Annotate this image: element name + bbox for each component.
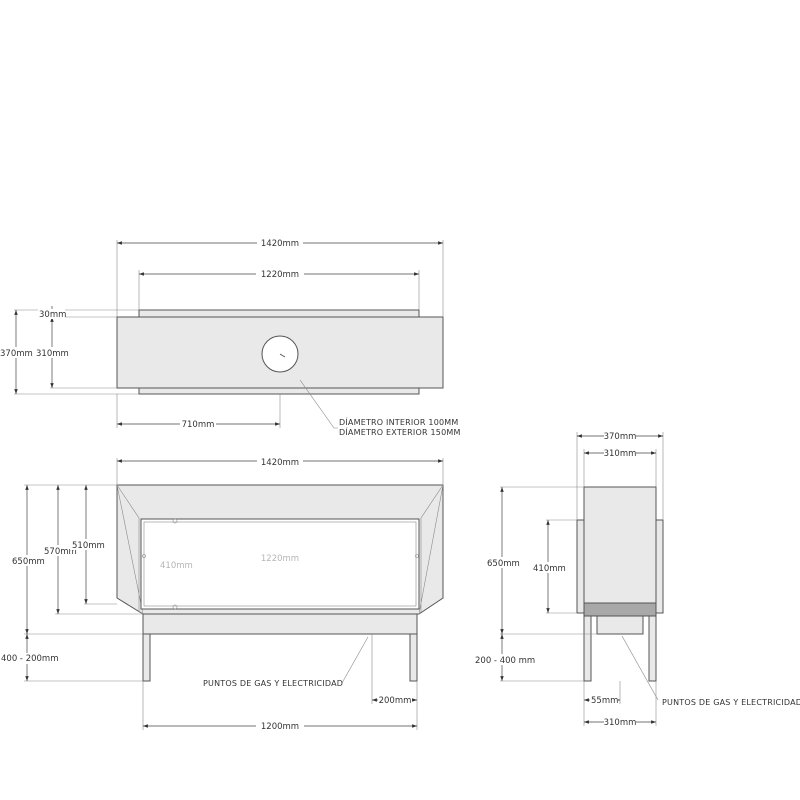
side-front-glass [576, 519, 585, 614]
top-view: 1420mm 1220mm 30mm 370mm 310mm 710mm DÍA… [0, 237, 461, 437]
top-view-front-strip [138, 387, 420, 395]
front-gas-offset-label: 200mm [379, 696, 412, 706]
top-width-inner-label: 1220mm [261, 270, 299, 280]
front-base-width-label: 1200mm [261, 722, 299, 732]
front-glass-width-label: 1220mm [261, 554, 299, 564]
side-gas-note: PUNTOS DE GAS Y ELECTRICIDAD [662, 698, 800, 707]
front-view-bevel [116, 484, 144, 615]
front-leg-right [409, 633, 418, 682]
side-depth-total-label: 370mm [604, 432, 637, 442]
side-gas-leader [621, 635, 659, 701]
front-leg-left [142, 633, 151, 682]
side-gas-offset-label: 55mm [591, 696, 618, 706]
front-view: 1420mm 650mm 570mm 510mm 1220mm 410mm 40… [0, 456, 444, 732]
side-view-body [583, 486, 657, 604]
top-depth-small-label: 30mm [39, 310, 66, 320]
top-depth-total-label: 370mm [0, 349, 33, 359]
flue-radius [279, 353, 286, 358]
front-base-plinth [142, 613, 418, 635]
top-width-total-label: 1420mm [261, 239, 299, 249]
side-view: 370mm 310mm 650mm 410mm 200 - 400 mm 55m… [474, 430, 800, 728]
side-height-total-label: 650mm [487, 559, 520, 569]
side-depth-inner-label: 310mm [604, 449, 637, 459]
side-leg-front [583, 615, 592, 682]
front-gas-leader [341, 636, 369, 684]
flue-note-line-2: DÍAMETRO EXTERIOR 150MM [339, 426, 461, 437]
side-glass-height-label: 410mm [533, 564, 566, 574]
side-base-plinth [596, 615, 644, 635]
front-gas-note: PUNTOS DE GAS Y ELECTRICIDAD [203, 679, 343, 688]
side-leg-rear [648, 615, 657, 682]
side-base-depth-label: 310mm [604, 718, 637, 728]
front-height-570-label: 570mm [44, 547, 77, 557]
front-height-510-label: 510mm [72, 541, 105, 551]
side-burner-band [583, 602, 657, 617]
flue-note-line-1: DÍAMETRO INTERIOR 100MM [339, 416, 459, 427]
side-rear-glass [655, 519, 664, 614]
flue-offset-label: 710mm [182, 420, 215, 430]
front-glass [140, 518, 420, 610]
front-leg-height-label: 400 - 200mm [1, 654, 58, 664]
side-leg-height-label: 200 - 400 mm [475, 656, 535, 666]
top-depth-inner-label: 310mm [36, 349, 69, 359]
front-height-total-label: 650mm [12, 557, 45, 567]
front-glass-height-label: 410mm [160, 561, 193, 571]
flue-note-leader [299, 379, 338, 429]
front-width-total-label: 1420mm [261, 458, 299, 468]
